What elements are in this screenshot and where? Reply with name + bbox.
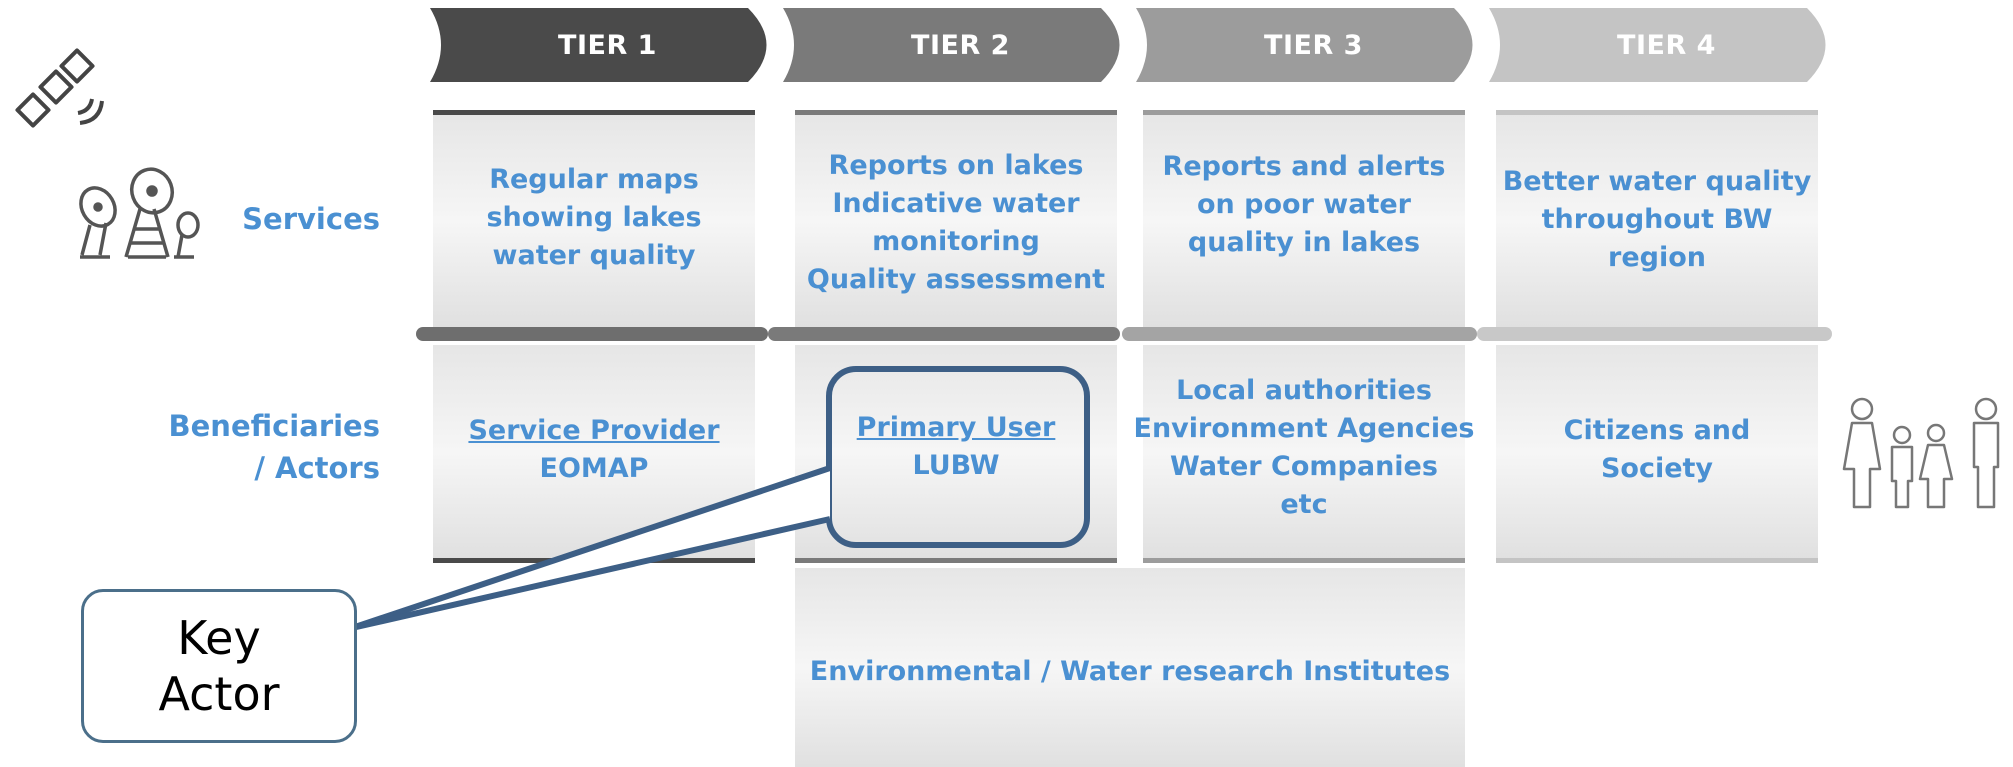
divider	[1143, 110, 1465, 115]
research-institutes: Environmental / Water research Institute…	[809, 656, 1451, 687]
callout-line: Actor	[158, 667, 280, 721]
service-line: on poor water	[1196, 189, 1411, 220]
beneficiary-tier-3: Local authorities Environment Agencies W…	[1130, 370, 1478, 525]
antenna-dishes-icon	[79, 167, 200, 259]
service-line: quality in lakes	[1187, 227, 1421, 258]
beneficiary-tier-1: Service Provider EOMAP	[433, 410, 755, 490]
service-line: Regular maps	[489, 163, 699, 195]
tier-label: TIER 1	[558, 29, 657, 61]
beneficiary-title: Primary User	[856, 412, 1056, 443]
beneficiary-line: Society	[1600, 453, 1714, 484]
service-line: Indicative water	[832, 188, 1080, 219]
divider	[795, 558, 1117, 563]
divider	[768, 327, 1120, 341]
tier-label: TIER 2	[911, 29, 1010, 61]
divider	[416, 327, 768, 341]
satellite-icon	[15, 48, 104, 128]
service-line: throughout BW	[1541, 204, 1773, 235]
service-tier-4: Better water quality throughout BW regio…	[1496, 160, 1818, 280]
divider	[1496, 558, 1818, 563]
tier-header-3: TIER 3	[1136, 8, 1491, 82]
service-tier-3: Reports and alerts on poor water quality…	[1143, 145, 1465, 265]
row-label-beneficiaries: Beneficiaries / Actors	[120, 405, 380, 489]
row-label-line: Beneficiaries	[168, 409, 380, 443]
service-line: region	[1608, 242, 1706, 273]
beneficiary-line: Local authorities	[1176, 374, 1432, 406]
divider	[795, 110, 1117, 115]
key-actor-callout: Key Actor	[81, 589, 357, 743]
service-line: Quality assessment	[806, 264, 1106, 295]
tier-label: TIER 4	[1617, 29, 1716, 61]
divider	[433, 110, 755, 115]
row-label-line: / Actors	[254, 451, 380, 485]
beneficiary-line: Citizens and	[1563, 415, 1751, 446]
service-line: water quality	[492, 239, 696, 271]
divider	[1496, 110, 1818, 115]
service-tier-1: Regular maps showing lakes water quality	[433, 150, 755, 285]
beneficiary-line: etc	[1280, 488, 1328, 520]
service-line: Reports and alerts	[1162, 151, 1446, 182]
beneficiary-name: LUBW	[912, 450, 1000, 481]
service-tier-2: Reports on lakes Indicative water monito…	[795, 143, 1117, 303]
beneficiary-line: Environment Agencies	[1133, 412, 1475, 444]
service-line: monitoring	[872, 226, 1040, 257]
row-label-services: Services	[242, 202, 380, 236]
beneficiary-line: Water Companies	[1170, 450, 1438, 482]
service-line: Reports on lakes	[828, 150, 1084, 181]
family-icon	[1842, 397, 2000, 509]
beneficiary-tier-4: Citizens and Society	[1496, 410, 1818, 490]
key-actor-highlight	[826, 366, 1090, 548]
divider	[1122, 327, 1477, 341]
beneficiary-name: EOMAP	[539, 453, 649, 484]
callout-line: Key	[177, 611, 261, 665]
divider	[1477, 327, 1832, 341]
divider	[1143, 558, 1465, 563]
tier-header-1: TIER 1	[430, 8, 785, 82]
beneficiary-tier-2: Primary User LUBW	[795, 407, 1117, 487]
beneficiary-title: Service Provider	[468, 415, 720, 446]
service-line: showing lakes	[486, 201, 702, 233]
service-line: Better water quality	[1502, 166, 1812, 197]
tier-label: TIER 3	[1264, 29, 1363, 61]
tier-header-4: TIER 4	[1489, 8, 1844, 82]
tier-header-2: TIER 2	[783, 8, 1138, 82]
